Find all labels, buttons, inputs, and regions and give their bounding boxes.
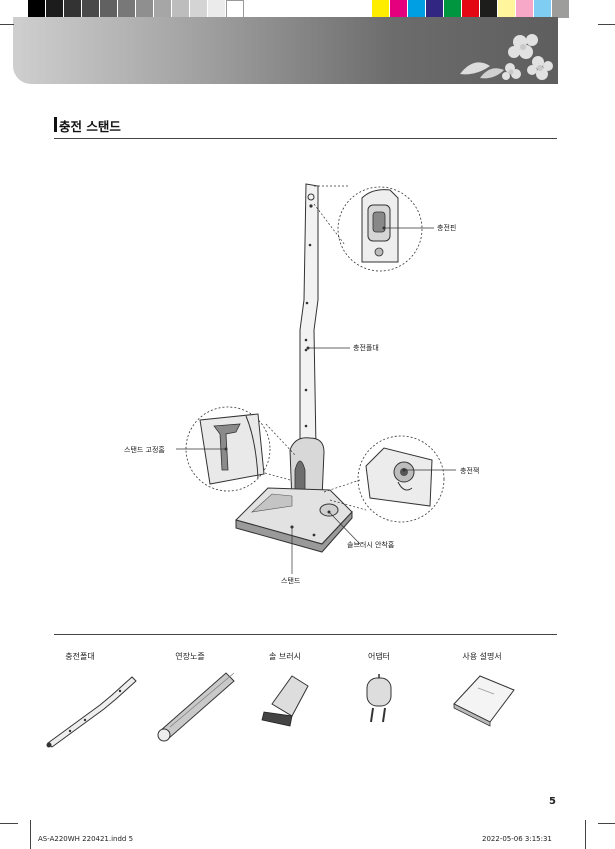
crop-mark (30, 820, 31, 849)
gray-swatch (172, 0, 190, 18)
color-swatch (462, 0, 480, 18)
callout-charging-jack: 충전잭 (460, 467, 480, 475)
section-title-marker (54, 117, 57, 132)
color-swatch (372, 0, 390, 18)
callout-stand-groove: 스탠드 고정홈 (124, 446, 165, 454)
section-title-rule (54, 138, 557, 139)
callout-charging-pin: 충전핀 (437, 224, 457, 232)
gray-swatch (100, 0, 118, 18)
brush-icon (261, 675, 309, 727)
gray-swatch (136, 0, 154, 18)
color-swatch (534, 0, 552, 18)
color-swatch (480, 0, 498, 18)
callout-charging-pole: 충전폴대 (353, 344, 379, 352)
crop-mark (585, 820, 586, 849)
color-swatch (390, 0, 408, 18)
color-swatch (516, 0, 534, 18)
charging-pole-icon (46, 676, 137, 748)
gray-swatch (82, 0, 100, 18)
crop-mark (598, 24, 615, 25)
color-swatch (426, 0, 444, 18)
accessories-rule (54, 634, 557, 635)
crop-mark (0, 823, 18, 824)
accessory-label-adapter: 어댑터 (367, 652, 391, 661)
gray-swatch (28, 0, 46, 18)
color-swatch (552, 0, 570, 18)
footer-timestamp: 2022-05-06 3:15:31 (482, 835, 552, 843)
accessory-label-pole: 충전폴대 (65, 652, 95, 661)
footer-file: AS-A220WH 220421.indd 5 (38, 835, 134, 843)
accessory-label-brush: 솔 브러시 (269, 652, 301, 661)
section-title: 충전 스탠드 (59, 119, 121, 134)
color-swatch (498, 0, 516, 18)
crop-mark (598, 823, 615, 824)
color-swatch (408, 0, 426, 18)
gray-swatch (64, 0, 82, 18)
callout-brush-seat: 솔브러시 안착홈 (347, 541, 395, 549)
crop-mark (0, 24, 14, 25)
accessory-label-manual: 사용 설명서 (462, 652, 502, 661)
color-swatch (444, 0, 462, 18)
adapter-icon (366, 674, 392, 723)
gray-swatch (46, 0, 64, 18)
accessory-label-nozzle: 연장노즐 (175, 652, 205, 661)
gray-swatch (118, 0, 136, 18)
gray-swatch (154, 0, 172, 18)
page-number: 5 (549, 796, 556, 807)
extension-nozzle-icon (157, 672, 235, 742)
manual-icon (453, 675, 515, 727)
callout-stand: 스탠드 (281, 577, 301, 585)
gray-swatch (208, 0, 226, 18)
flower-decoration-icon (460, 34, 553, 80)
gray-swatch (190, 0, 208, 18)
